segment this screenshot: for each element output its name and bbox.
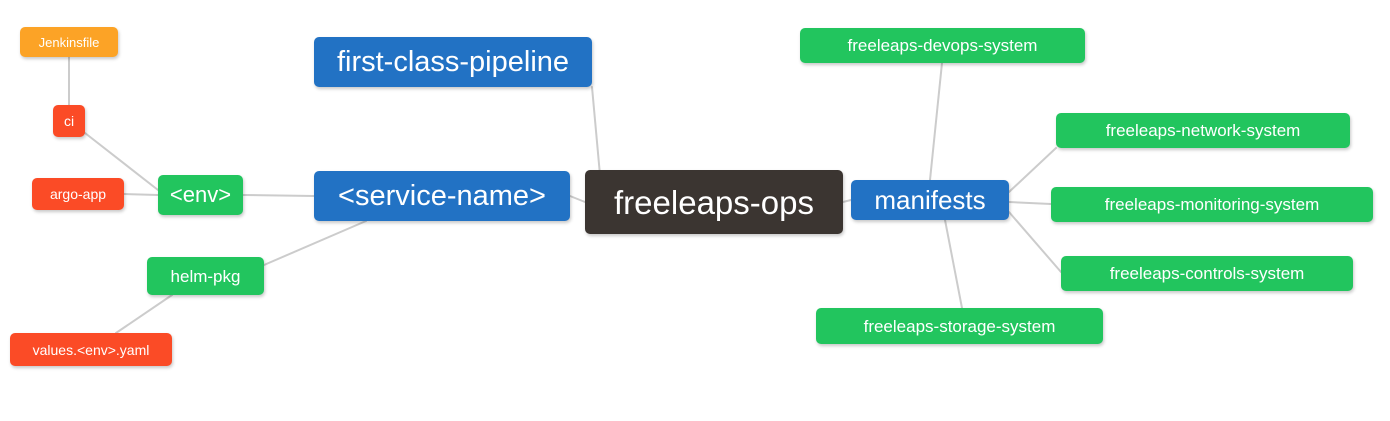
edge-manifests-to-freeleaps-monitoring-system <box>1008 201 1052 205</box>
mindmap-node-freeleaps-devops-system[interactable]: freeleaps-devops-system <box>800 28 1085 63</box>
edge-freeleaps-ops-to-first-class-pipeline <box>591 86 601 176</box>
mindmap-node-freeleaps-monitoring-system[interactable]: freeleaps-monitoring-system <box>1051 187 1373 222</box>
mindmap-node-freeleaps-network-system[interactable]: freeleaps-network-system <box>1056 113 1350 148</box>
node-label-argo-app: argo-app <box>49 186 107 202</box>
mindmap-node-manifests[interactable]: manifests <box>851 180 1009 220</box>
node-label-freeleaps-storage-system: freeleaps-storage-system <box>863 316 1056 336</box>
node-label-jenkinsfile: Jenkinsfile <box>38 34 100 50</box>
mindmap-node-env[interactable]: <env> <box>158 175 243 215</box>
edge-freeleaps-ops-to-manifests <box>842 199 852 203</box>
edge-freeleaps-ops-to-service-name <box>569 195 586 203</box>
mindmap-node-ci[interactable]: ci <box>53 105 85 137</box>
mindmap-node-argo-app[interactable]: argo-app <box>32 178 124 210</box>
node-label-ci: ci <box>63 113 75 129</box>
mindmap-node-freeleaps-storage-system[interactable]: freeleaps-storage-system <box>816 308 1103 344</box>
edge-env-to-argo-app <box>123 193 159 196</box>
edge-helm-pkg-to-values-env-yaml <box>115 294 173 334</box>
node-label-freeleaps-network-system: freeleaps-network-system <box>1105 121 1301 140</box>
mindmap-node-freeleaps-controls-system[interactable]: freeleaps-controls-system <box>1061 256 1353 291</box>
node-label-helm-pkg: helm-pkg <box>170 266 241 286</box>
edge-manifests-to-freeleaps-devops-system <box>929 62 943 181</box>
node-label-manifests: manifests <box>874 185 986 215</box>
node-label-freeleaps-ops: freeleaps-ops <box>614 183 814 221</box>
mindmap-node-service-name[interactable]: <service-name> <box>314 171 570 221</box>
node-label-freeleaps-controls-system: freeleaps-controls-system <box>1109 264 1305 283</box>
node-label-env: <env> <box>169 182 232 207</box>
node-label-service-name: <service-name> <box>338 179 546 212</box>
node-label-freeleaps-devops-system: freeleaps-devops-system <box>847 36 1038 55</box>
edge-service-name-to-env <box>242 194 315 197</box>
edge-manifests-to-freeleaps-storage-system <box>944 219 963 309</box>
mindmap-node-helm-pkg[interactable]: helm-pkg <box>147 257 264 295</box>
edge-manifests-to-freeleaps-network-system <box>1008 147 1057 193</box>
edge-service-name-to-helm-pkg <box>263 220 367 266</box>
node-label-freeleaps-monitoring-system: freeleaps-monitoring-system <box>1104 195 1320 214</box>
mindmap-node-values-env-yaml[interactable]: values.<env>.yaml <box>10 333 172 366</box>
node-label-first-class-pipeline: first-class-pipeline <box>336 45 570 78</box>
mindmap-node-freeleaps-ops[interactable]: freeleaps-ops <box>585 170 843 234</box>
mindmap-node-jenkinsfile[interactable]: Jenkinsfile <box>20 27 118 57</box>
mindmap-node-first-class-pipeline[interactable]: first-class-pipeline <box>314 37 592 87</box>
node-label-values-env-yaml: values.<env>.yaml <box>32 341 150 358</box>
